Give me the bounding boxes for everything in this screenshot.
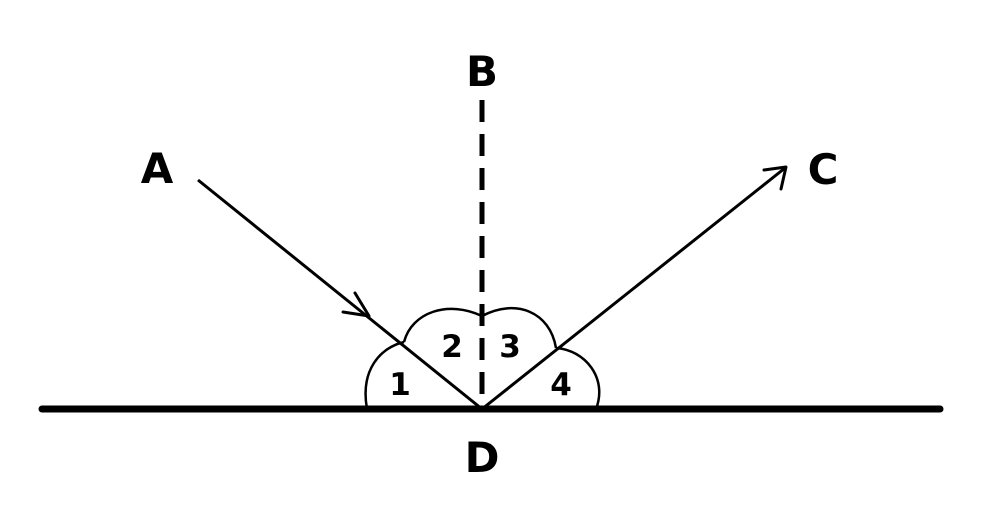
angle-label-3: 3: [499, 329, 521, 365]
angle-2-arc: [402, 307, 483, 343]
point-label-c: C: [808, 145, 839, 194]
angle-4-arc: [555, 346, 601, 410]
point-label-a: A: [141, 144, 174, 193]
point-label-b: B: [466, 47, 498, 96]
angle-3-arc: [481, 306, 558, 349]
angle-label-1: 1: [389, 367, 411, 403]
incident-ray: [197, 178, 483, 411]
angle-1-arc: [364, 340, 405, 410]
angle-label-2: 2: [441, 329, 463, 365]
point-label-d: D: [465, 433, 500, 482]
angle-label-4: 4: [550, 367, 572, 403]
reflected-arrow-head: [762, 165, 788, 191]
incident-arrow-head: [341, 291, 371, 318]
reflected-ray: [481, 166, 786, 411]
